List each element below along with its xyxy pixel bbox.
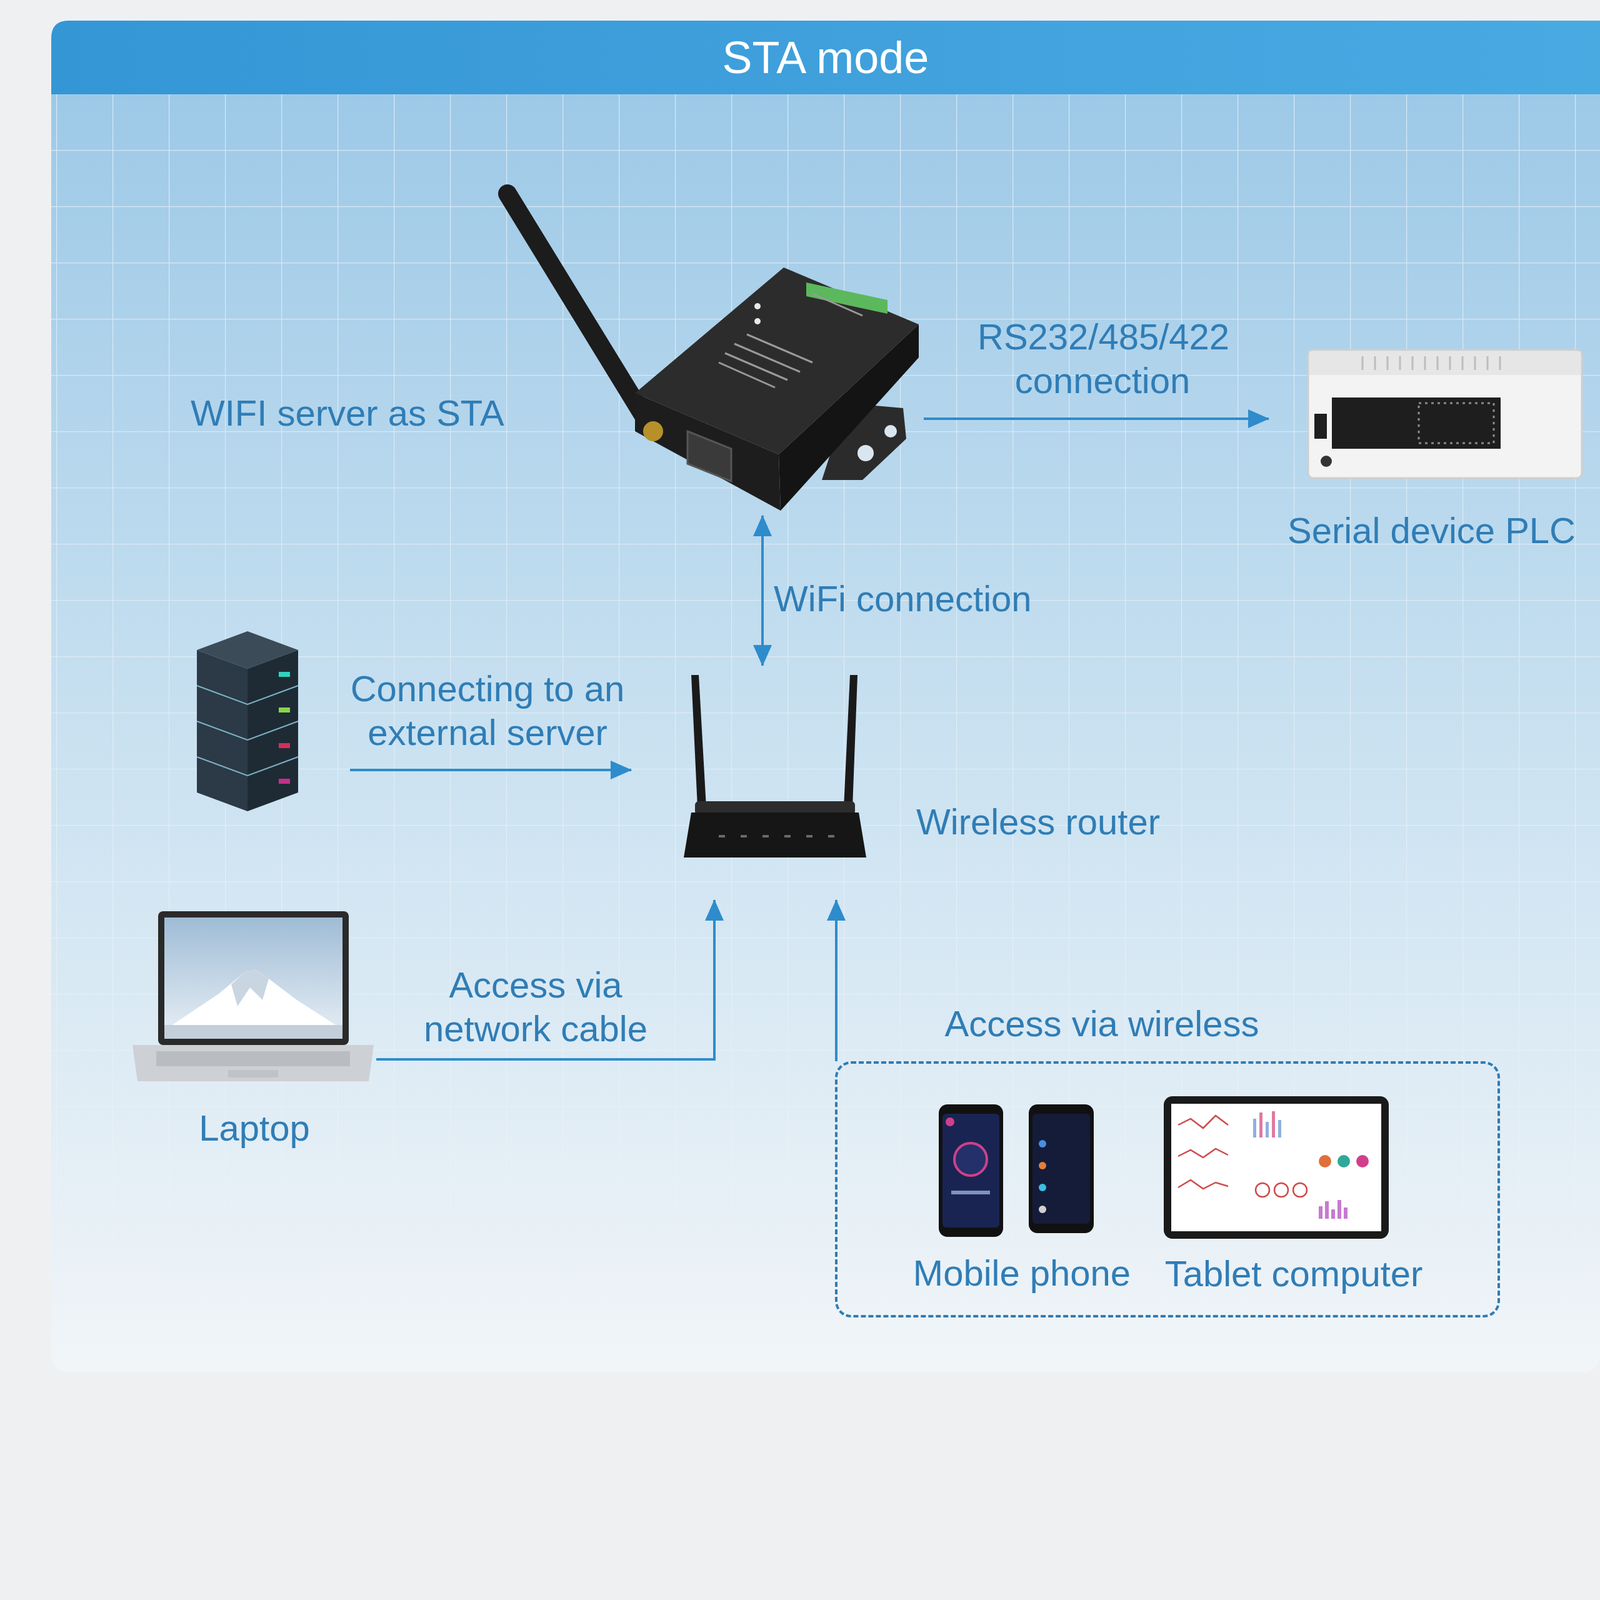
plc-body (1308, 350, 1582, 479)
device-node: Mobile phone (900, 1095, 1144, 1308)
node-label: WIFI server as STA (190, 391, 566, 435)
laptop-trackpad (228, 1070, 279, 1078)
mount-hole (857, 445, 874, 462)
laptop-screen (164, 917, 343, 1039)
phone-body (938, 1104, 1004, 1237)
device-node: Laptop (132, 909, 377, 1154)
laptop-keyboard (156, 1051, 350, 1067)
plc-window (1331, 397, 1501, 449)
plc-io-leds (1418, 403, 1494, 444)
connector-arrow (835, 900, 838, 1062)
panel-background (51, 20, 1600, 1373)
tablet-body (1163, 1096, 1389, 1239)
phone-app-dot (1038, 1161, 1047, 1170)
diagram-title: STA mode (51, 20, 1600, 95)
device-node: Serial device PLC (1268, 337, 1600, 563)
mountain-shade (231, 970, 269, 1007)
mount-hole (884, 425, 897, 438)
edge-label: WiFi connection (773, 576, 1087, 621)
tablet-status-dot (1337, 1155, 1350, 1168)
laptop-base (132, 1045, 374, 1082)
grid-lines (51, 93, 1600, 1373)
router-leds (718, 835, 835, 838)
edge-label: RS232/485/422 connection (977, 315, 1228, 403)
device-node (196, 630, 350, 812)
node-label: Wireless router (916, 800, 1185, 844)
plc-port (1314, 413, 1327, 439)
phone-app-icon (954, 1143, 987, 1176)
db9-port (687, 431, 732, 482)
connector-arrow (923, 417, 1269, 420)
tablet-status-dot (1356, 1155, 1369, 1168)
edge-label: Access via network cable (404, 963, 667, 1051)
antenna (507, 193, 654, 432)
phone-app-dot (1038, 1205, 1047, 1214)
status-led (754, 303, 761, 310)
tablet-bars (1253, 1111, 1348, 1219)
tablet-chart-line (1178, 1148, 1229, 1158)
phone-screen (1032, 1113, 1090, 1224)
mountain-image (167, 970, 341, 1029)
tablet-status-dot (1318, 1155, 1332, 1168)
device-node: WIFI server as STA (183, 183, 924, 516)
phone-app-text (951, 1190, 990, 1195)
wifi-device (507, 193, 919, 511)
title-band (51, 20, 1600, 95)
router-antenna (843, 675, 858, 808)
server-layers (196, 685, 299, 776)
tablet-gauge (1274, 1183, 1289, 1197)
node-label: Mobile phone (900, 1251, 1144, 1295)
status-led (754, 318, 761, 325)
router-antenna (691, 675, 707, 808)
tablet-gauge (1293, 1183, 1307, 1197)
phone-app-dot (1038, 1183, 1047, 1192)
node-label: Serial device PLC (1287, 508, 1588, 553)
edge-label: Access via wireless (914, 1001, 1290, 1046)
tablet-device (1163, 1096, 1389, 1239)
server-led (278, 707, 290, 713)
connector-arrow (350, 768, 632, 772)
phone-app-dot (1038, 1140, 1047, 1148)
server-led (278, 778, 290, 784)
router-body (683, 812, 867, 858)
phone-screen (942, 1113, 1000, 1228)
plc-vents (1362, 356, 1500, 370)
tablet-chart-line (1178, 1115, 1229, 1129)
server-led (278, 671, 290, 677)
server-led (278, 743, 290, 749)
plc-top-strip (1309, 351, 1581, 375)
laptop-screen-ground (164, 1025, 343, 1039)
connector-arrow (376, 900, 715, 1060)
device-node: Tablet computer (1150, 1090, 1438, 1307)
node-label: Laptop (132, 1106, 377, 1150)
antenna-base (643, 421, 664, 442)
server-stack (196, 631, 299, 812)
printed-markings (718, 293, 863, 388)
connector-arrow (761, 515, 764, 666)
tablet-screen (1171, 1103, 1382, 1232)
laptop-device (132, 911, 374, 1082)
plc-button (1320, 455, 1332, 467)
mobile-phones (938, 1104, 1094, 1237)
device-front (635, 393, 781, 511)
plc-device (1308, 350, 1582, 479)
edge-label: Connecting to an external server (337, 666, 638, 755)
node-label: Tablet computer (1150, 1251, 1438, 1296)
laptop-screen-frame (158, 911, 349, 1045)
group-box: Mobile phoneTablet computer (835, 1061, 1500, 1318)
device-node: Wireless router (631, 665, 1188, 900)
device-side (778, 324, 919, 511)
tablet-chart-line (1178, 1180, 1229, 1189)
tablet-gauge (1255, 1183, 1270, 1197)
phone-app-dot (945, 1117, 955, 1127)
router-device (683, 675, 867, 858)
phone-body (1028, 1104, 1094, 1234)
